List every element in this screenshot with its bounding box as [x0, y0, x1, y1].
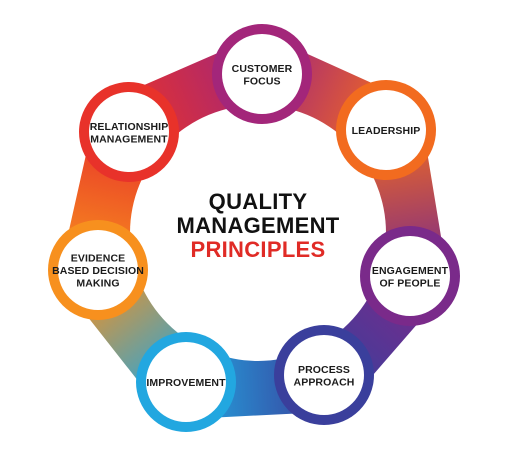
principle-label: MAKING — [76, 278, 119, 290]
principle-label: RELATIONSHIP — [90, 121, 169, 133]
principle-node-disc — [146, 342, 226, 422]
title-line-management: MANAGEMENT — [176, 213, 339, 238]
principle-node-disc — [58, 230, 138, 310]
principle-label: BASED DECISION — [52, 265, 144, 277]
center-hub — [130, 105, 386, 361]
principle-node-disc — [89, 92, 169, 172]
principle-label: APPROACH — [294, 376, 355, 388]
principle-label: EVIDENCE — [71, 253, 125, 265]
principle-label: OF PEOPLE — [380, 277, 441, 289]
principle-label: IMPROVEMENT — [146, 377, 226, 389]
principle-node-disc — [284, 335, 364, 415]
principle-label: LEADERSHIP — [352, 125, 421, 137]
principle-label: PROCESS — [298, 364, 350, 376]
center-title: QUALITY MANAGEMENT PRINCIPLES — [176, 189, 339, 262]
principle-node-disc — [222, 34, 302, 114]
principle-node: LEADERSHIP — [336, 80, 436, 180]
principle-node-disc — [370, 236, 450, 316]
principle-node: IMPROVEMENT — [136, 332, 236, 432]
title-line-principles: PRINCIPLES — [190, 237, 325, 262]
principle-node-disc — [346, 90, 426, 170]
principle-label: CUSTOMER — [232, 63, 293, 75]
principle-label: ENGAGEMENT — [372, 265, 449, 277]
principle-label: MANAGEMENT — [90, 133, 168, 145]
title-line-quality: QUALITY — [209, 189, 308, 214]
principle-label: FOCUS — [243, 75, 280, 87]
